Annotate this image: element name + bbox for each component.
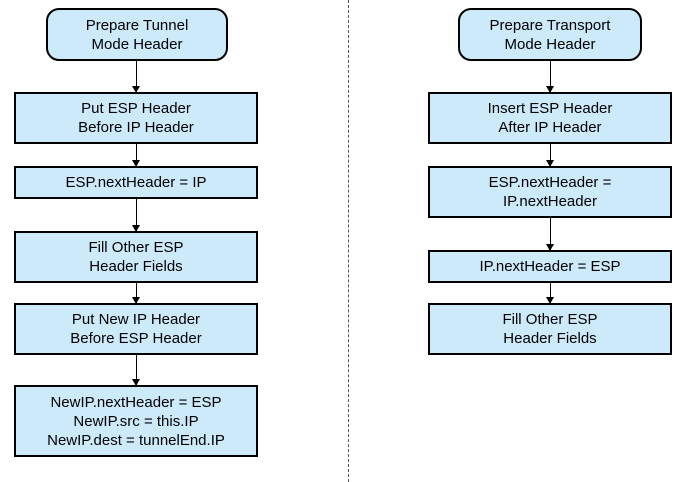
node-esp-nextheader-equals-ip-nextheader[interactable]: ESP.nextHeader = IP.nextHeader: [428, 166, 672, 218]
node-label: Insert ESP Header After IP Header: [487, 100, 613, 136]
node-fill-other-esp-header-fields-tunnel[interactable]: Fill Other ESP Header Fields: [14, 231, 258, 283]
node-fill-other-esp-header-fields-transport[interactable]: Fill Other ESP Header Fields: [428, 303, 672, 355]
arrow-head: [545, 297, 554, 304]
node-put-new-ip-header-before-esp-header[interactable]: Put New IP Header Before ESP Header: [14, 303, 258, 355]
node-newip-header-field-assignments[interactable]: NewIP.nextHeader = ESP NewIP.src = this.…: [14, 385, 258, 457]
node-insert-esp-header-after-ip-header[interactable]: Insert ESP Header After IP Header: [428, 92, 672, 144]
node-label: IP.nextHeader = ESP: [479, 258, 621, 275]
node-prepare-transport-mode-header[interactable]: Prepare Transport Mode Header: [458, 8, 642, 61]
arrow-shaft: [136, 199, 137, 231]
node-label: Fill Other ESP Header Fields: [88, 239, 184, 275]
column-divider: [348, 0, 349, 482]
arrow-head: [545, 244, 554, 251]
arrow-shaft: [550, 61, 551, 92]
arrow-head: [131, 86, 140, 93]
arrow-shaft: [136, 61, 137, 92]
arrow-head: [131, 297, 140, 304]
arrow-shaft: [550, 283, 551, 303]
arrow-head: [545, 160, 554, 167]
arrow-head: [131, 160, 140, 167]
node-esp-nextheader-equals-ip[interactable]: ESP.nextHeader = IP: [14, 166, 258, 199]
node-label: Fill Other ESP Header Fields: [502, 311, 598, 347]
node-label: ESP.nextHeader = IP: [65, 174, 207, 191]
node-label: Prepare Tunnel Mode Header: [85, 16, 189, 53]
node-label: NewIP.nextHeader = ESP NewIP.src = this.…: [47, 393, 225, 449]
node-label: Prepare Transport Mode Header: [489, 16, 611, 53]
node-label: Put New IP Header Before ESP Header: [70, 311, 202, 347]
arrow-head: [131, 379, 140, 386]
arrow-shaft: [550, 218, 551, 250]
arrow-head: [131, 225, 140, 232]
node-label: Put ESP Header Before IP Header: [78, 100, 194, 136]
arrow-shaft: [550, 144, 551, 166]
node-prepare-tunnel-mode-header[interactable]: Prepare Tunnel Mode Header: [46, 8, 228, 61]
arrow-shaft: [136, 355, 137, 385]
node-label: ESP.nextHeader = IP.nextHeader: [488, 174, 612, 210]
node-ip-nextheader-equals-esp[interactable]: IP.nextHeader = ESP: [428, 250, 672, 283]
arrow-head: [545, 86, 554, 93]
node-put-esp-header-before-ip-header[interactable]: Put ESP Header Before IP Header: [14, 92, 258, 144]
arrow-shaft: [136, 144, 137, 166]
arrow-shaft: [136, 283, 137, 303]
